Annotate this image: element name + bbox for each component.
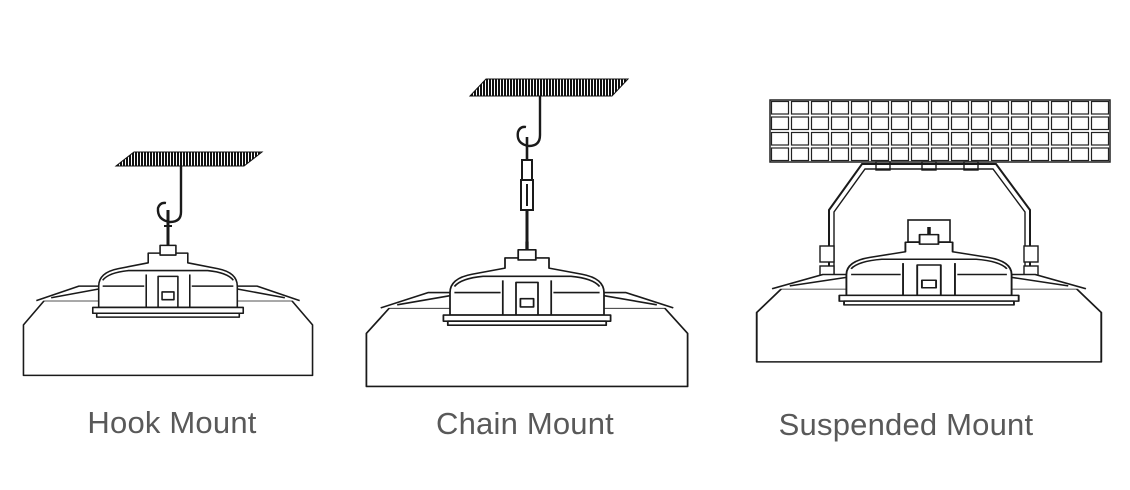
chain-mount-figure (364, 78, 690, 389)
hook-mount-label: Hook Mount (87, 405, 257, 440)
chain-mount-label: Chain Mount (436, 406, 614, 441)
suspended-mount-figure (754, 99, 1111, 364)
suspended-mount-label: Suspended Mount (778, 407, 1034, 442)
hook-mount-figure (21, 151, 315, 377)
